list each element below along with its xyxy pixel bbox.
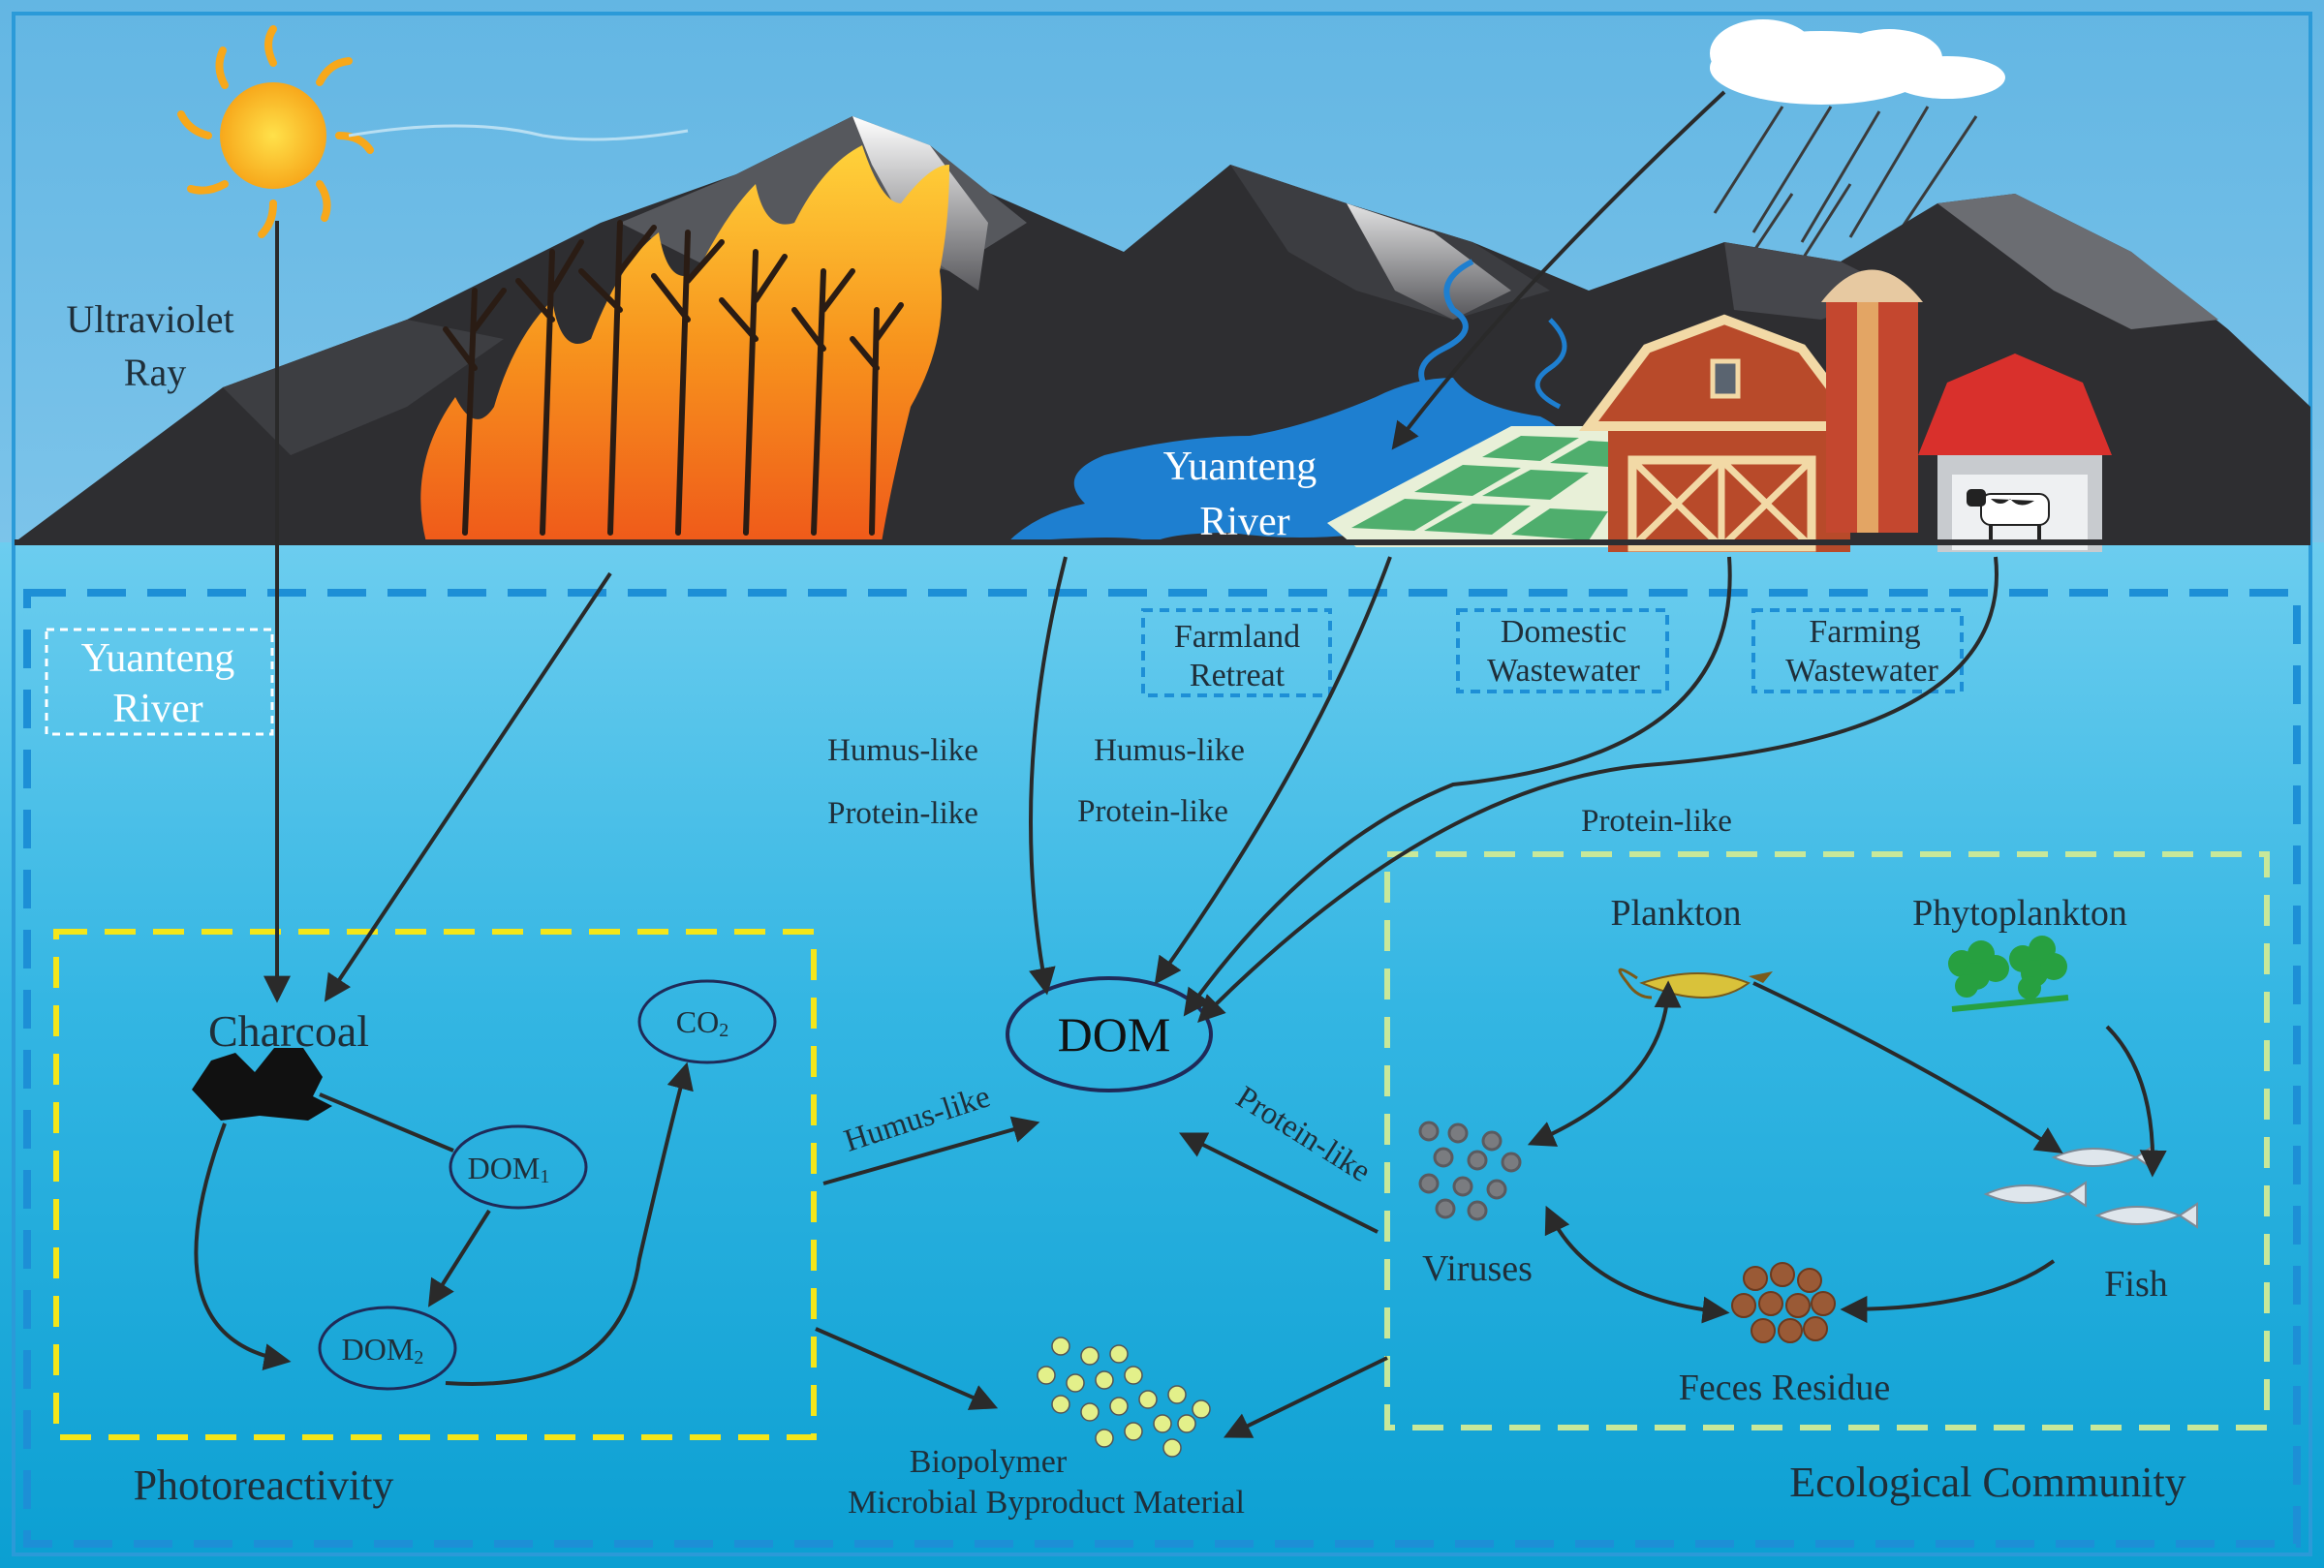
barn-icon <box>1579 314 1870 552</box>
ultraviolet-label: Ultraviolet <box>66 297 233 341</box>
river-top-label: Yuanteng <box>1163 445 1317 489</box>
farmland-box <box>1141 608 1332 697</box>
cloud-icon <box>1710 19 2005 105</box>
river-box-label: Yuanteng <box>81 636 235 681</box>
co2-label: CO2 <box>676 1004 728 1041</box>
fire-trees-icon <box>420 145 949 542</box>
flow-arrows <box>194 90 2167 1438</box>
dom2-label: DOM2 <box>342 1332 424 1368</box>
farmland-label-2: Retreat <box>1190 658 1286 693</box>
dom-node <box>1006 976 1213 1092</box>
ultraviolet-label-2: Ray <box>124 351 186 394</box>
charcoal-label: Charcoal <box>208 1006 369 1056</box>
dom2-node <box>318 1306 457 1391</box>
fish-label: Fish <box>2104 1264 2167 1305</box>
protein-like-left: Protein-like <box>827 796 978 831</box>
dom1-label: DOM1 <box>468 1151 550 1187</box>
cow-icon <box>1967 489 2050 544</box>
protein-like-mid: Protein-like <box>1077 794 1228 829</box>
farming-label-2: Wastewater <box>1785 653 1938 689</box>
phytoplankton-icon <box>1948 936 2069 1012</box>
charcoal-icon <box>192 1048 332 1121</box>
river-box <box>45 628 274 736</box>
dom-label: DOM <box>1058 1007 1171 1061</box>
ecological-box <box>1384 851 2270 1430</box>
feces-icon <box>1731 1262 1836 1343</box>
dom1-node <box>449 1124 588 1210</box>
co2-node <box>637 979 777 1064</box>
plankton-label: Plankton <box>1610 893 1741 934</box>
silo-icon <box>1821 269 1923 533</box>
humus-like-left: Humus-like <box>827 733 978 768</box>
wind-lines <box>348 124 689 141</box>
domestic-label: Domestic <box>1501 614 1627 650</box>
feces-label: Feces Residue <box>1679 1368 1890 1408</box>
humus-like-mid: Humus-like <box>1094 733 1245 768</box>
river-boundary <box>23 589 2301 1548</box>
river-box-label-2: River <box>112 687 202 731</box>
farmland-label: Farmland <box>1174 619 1300 655</box>
river-top-label-2: River <box>1199 500 1289 544</box>
domestic-label-2: Wastewater <box>1487 653 1640 689</box>
frame <box>12 12 2312 1556</box>
water-body <box>0 542 2324 1568</box>
biopolymer-label: Biopolymer <box>910 1444 1068 1480</box>
ecological-label: Ecological Community <box>1789 1459 2185 1506</box>
farmland-icon <box>1327 426 1647 547</box>
phytoplankton-label: Phytoplankton <box>1912 893 2127 934</box>
sun-icon <box>177 25 374 238</box>
biopolymer-label-2: Microbial Byproduct Material <box>848 1485 1245 1521</box>
farming-label: Farming <box>1809 614 1920 650</box>
domestic-box <box>1456 608 1669 693</box>
protein-like-right: Protein-like <box>1581 804 1732 839</box>
viruses-label: Viruses <box>1422 1248 1533 1289</box>
cow-shed-icon <box>1918 354 2112 552</box>
biopolymer-icon <box>1037 1337 1211 1458</box>
farming-box <box>1751 608 1964 693</box>
virus-icon <box>1418 1121 1522 1221</box>
photoreactivity-label: Photoreactivity <box>134 1461 394 1509</box>
